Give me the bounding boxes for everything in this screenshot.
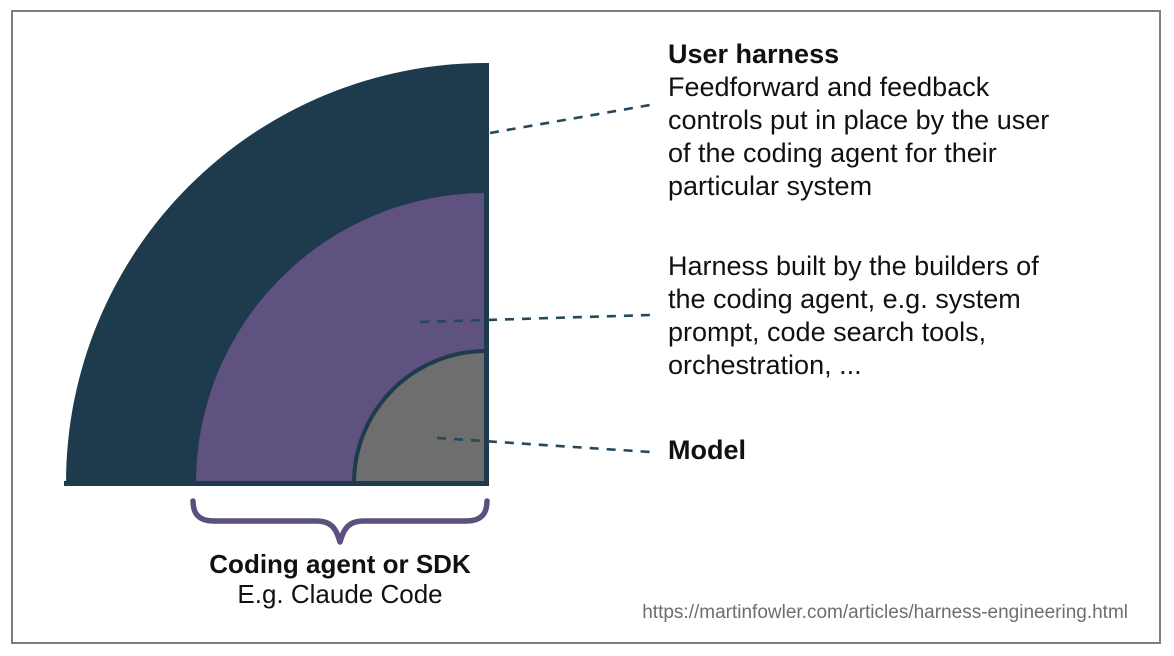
user-harness-line: Feedforward and feedback — [668, 72, 990, 102]
user-harness-line: controls put in place by the user — [668, 105, 1050, 135]
source-url-text: https://martinfowler.com/articles/harnes… — [642, 602, 1128, 623]
connector-model-dashed-line — [436, 436, 651, 454]
builder-harness-line: Harness built by the builders of — [668, 251, 1039, 281]
brace-label-subtitle: E.g. Claude Code — [237, 579, 443, 609]
builder-harness-line: the coding agent, e.g. system — [668, 284, 1021, 314]
connector-user-harness-dashed-line — [489, 103, 651, 135]
annotation-user-harness: User harness Feedforward and feedback co… — [668, 38, 1049, 203]
annotation-model: Model — [668, 434, 746, 467]
annotation-builder-harness: Harness built by the builders of the cod… — [668, 250, 1039, 382]
builder-harness-line: orchestration, ... — [668, 350, 862, 380]
user-harness-line: particular system — [668, 171, 873, 201]
brace — [190, 498, 490, 545]
inner-layer-model-wedge — [351, 348, 488, 485]
model-title: Model — [668, 435, 746, 465]
connector-builder-harness-dashed-line — [419, 313, 651, 324]
user-harness-title: User harness — [668, 39, 840, 69]
builder-harness-line: prompt, code search tools, — [668, 317, 987, 347]
user-harness-line: of the coding agent for their — [668, 138, 997, 168]
brace-label: Coding agent or SDK E.g. Claude Code — [110, 549, 570, 609]
brace-label-title: Coding agent or SDK — [209, 549, 471, 579]
